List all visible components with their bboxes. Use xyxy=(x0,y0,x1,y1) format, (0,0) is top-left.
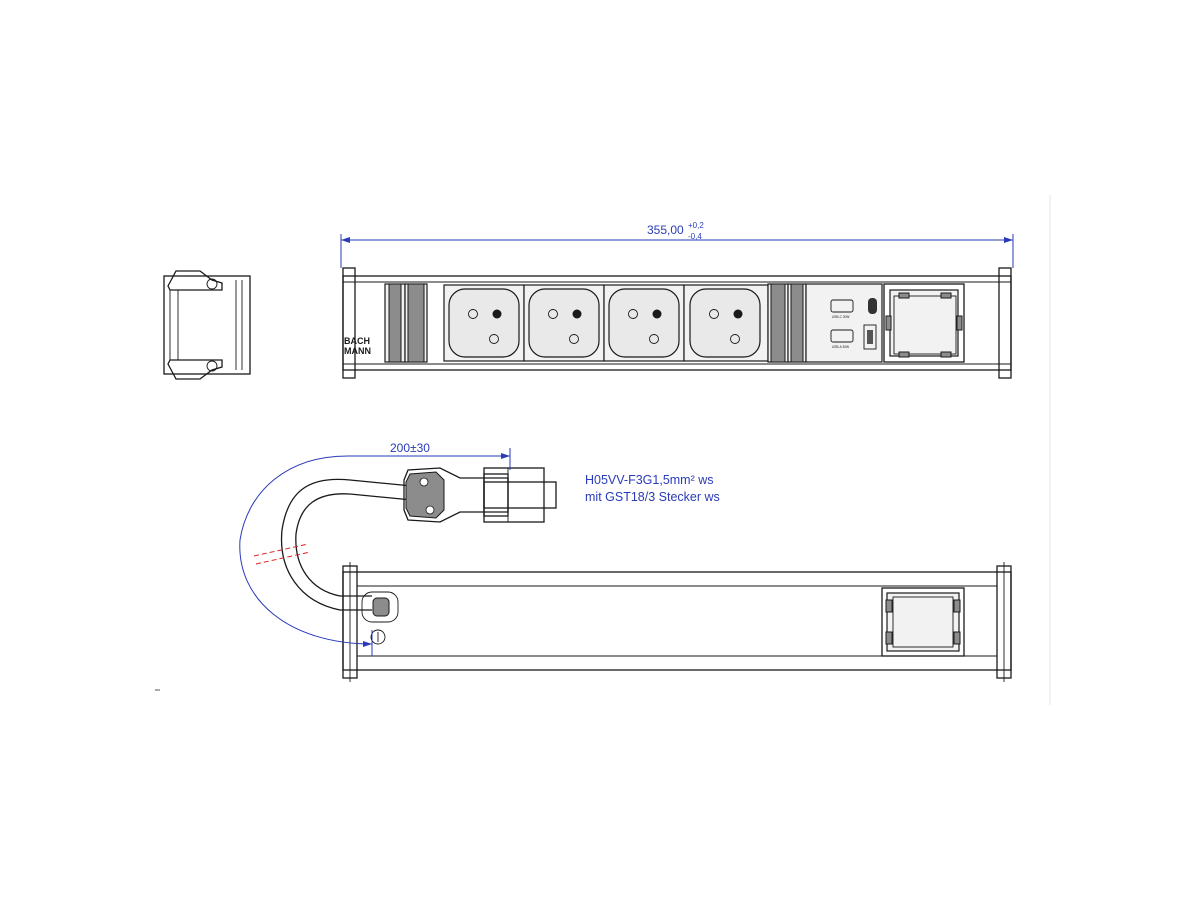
side-view-body xyxy=(163,275,251,375)
bottom-view: 200±30 H05VV-F3G1,5mm² ws mit GST18/3 St… xyxy=(239,441,1012,682)
brand-logo-line1: BACH xyxy=(344,336,370,346)
cable-spec-line1: H05VV-F3G1,5mm² ws xyxy=(585,473,714,487)
power-cable xyxy=(280,478,413,611)
front-view: 355,00 +0,2 -0,4 BACH MANN xyxy=(340,221,1014,379)
usb-c-label: USB-C 30W xyxy=(832,315,849,319)
usb-c-label-box xyxy=(830,299,854,313)
side-view xyxy=(163,270,251,380)
cable-length-dimension: 200±30 xyxy=(239,441,511,656)
usb-a-label: USB-A 30W xyxy=(832,345,849,349)
usb-a-port xyxy=(863,324,877,350)
overall-length-tol-lower: -0,4 xyxy=(688,232,702,241)
front-right-endcap xyxy=(998,267,1012,379)
cable-spec-line2: mit GST18/3 Stecker ws xyxy=(585,490,720,504)
overall-length-dimension: 355,00 +0,2 -0,4 xyxy=(340,221,1014,268)
socket-module-2 xyxy=(523,284,605,362)
socket-1-pin-hole-right xyxy=(489,334,499,344)
side-view-top-screw xyxy=(206,278,218,290)
side-view-inner-left xyxy=(169,289,179,361)
socket-1-earth-pin xyxy=(492,309,502,319)
socket-module-1 xyxy=(443,284,525,362)
front-profile-body xyxy=(342,275,1012,371)
side-view-bottom-screw xyxy=(206,360,218,372)
overall-length-value: 355,00 xyxy=(647,223,684,237)
socket-1-pin-hole-left xyxy=(468,309,478,319)
mounting-screw xyxy=(370,629,386,645)
cable-break-mark-2 xyxy=(255,551,311,565)
brand-logo-line2: MANN xyxy=(344,346,371,356)
cable-entry-grommet xyxy=(361,591,399,623)
side-view-top-clip xyxy=(167,270,223,291)
cable-break-mark-1 xyxy=(253,543,309,557)
usb-a-label-box xyxy=(830,329,854,343)
empty-frame-module xyxy=(883,283,965,363)
cable-length-value: 200±30 xyxy=(390,441,430,455)
socket-module-3 xyxy=(603,284,685,362)
usb-c-port xyxy=(868,298,877,314)
side-view-bottom-clip xyxy=(167,359,223,380)
socket-module-4 xyxy=(683,284,769,362)
usb-module: USB-C 30W USB-A 30W xyxy=(805,283,883,363)
overall-length-tol-upper: +0,2 xyxy=(688,221,704,230)
brand-logo-panel: BACH MANN xyxy=(344,336,371,356)
gst18-connector xyxy=(403,467,557,523)
bottom-profile-body xyxy=(342,571,1012,671)
bottom-frame-module xyxy=(881,587,965,657)
front-left-endcap xyxy=(342,267,356,379)
